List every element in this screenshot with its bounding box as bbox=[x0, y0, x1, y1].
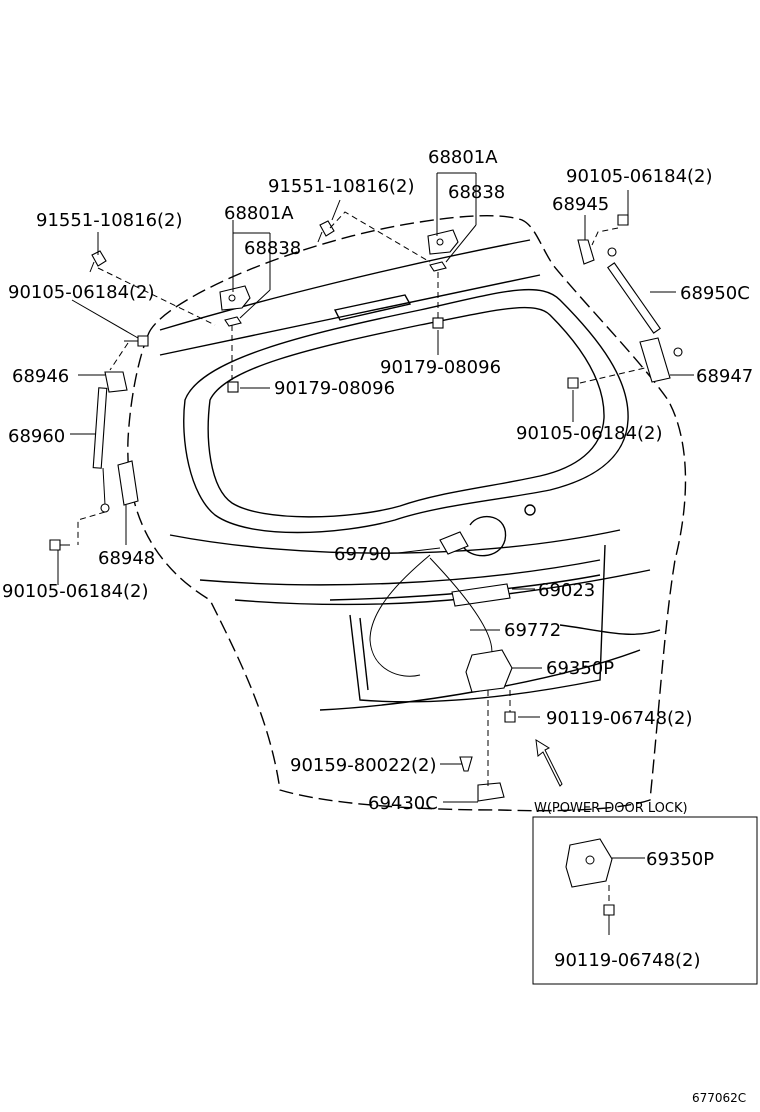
gasket-icon bbox=[224, 316, 242, 327]
bolt-icon bbox=[89, 250, 107, 273]
label-68946: 68946 bbox=[12, 366, 69, 387]
label-90105-06184-mid-right: 90105-06184(2) bbox=[516, 423, 663, 444]
strut-bracket-icon bbox=[639, 337, 671, 383]
bolt-icon bbox=[603, 904, 615, 935]
hinge-icon bbox=[427, 229, 459, 255]
nut-icon bbox=[227, 381, 239, 393]
label-69790: 69790 bbox=[334, 544, 391, 565]
label-68950c: 68950C bbox=[680, 283, 750, 304]
bolt-icon bbox=[317, 220, 335, 243]
lever-icon bbox=[439, 531, 469, 555]
strut-bracket-icon bbox=[117, 460, 139, 506]
label-90105-06184-upper-left: 90105-06184(2) bbox=[8, 282, 155, 303]
label-90105-06184-lower-left: 90105-06184(2) bbox=[2, 581, 149, 602]
gas-strut-icon bbox=[92, 387, 110, 513]
label-69350p: 69350P bbox=[546, 658, 614, 679]
strut-bracket-icon bbox=[104, 371, 128, 393]
label-68801a-left: 68801A bbox=[224, 203, 294, 224]
cable-icon bbox=[369, 554, 431, 677]
label-68838-right: 68838 bbox=[448, 182, 505, 203]
lock-icon bbox=[465, 649, 513, 693]
inset-title: W(POWER DOOR LOCK) bbox=[534, 801, 688, 816]
bolt-icon bbox=[49, 539, 70, 551]
label-90119-06748: 90119-06748(2) bbox=[546, 708, 693, 729]
inset-frame bbox=[532, 816, 758, 985]
label-91551-10816-center: 91551-10816(2) bbox=[268, 176, 415, 197]
label-69023: 69023 bbox=[538, 580, 595, 601]
strut-bracket-icon bbox=[577, 239, 595, 265]
figure-id: 677062C bbox=[692, 1091, 746, 1105]
label-90179-08096-right: 90179-08096 bbox=[380, 357, 501, 378]
lock-icon bbox=[565, 838, 613, 888]
label-90105-06184-top-right: 90105-06184(2) bbox=[566, 166, 713, 187]
label-90179-08096-left: 90179-08096 bbox=[274, 378, 395, 399]
bolt-icon bbox=[504, 711, 516, 723]
gasket-icon bbox=[429, 261, 447, 272]
hinge-icon bbox=[219, 285, 251, 311]
handle-icon bbox=[451, 583, 511, 607]
bolt-icon bbox=[567, 377, 579, 389]
screw-icon bbox=[459, 756, 473, 772]
nut-icon bbox=[432, 317, 444, 329]
inset-power-door-lock: W(POWER DOOR LOCK) 69350P 90119-06748(2) bbox=[532, 801, 758, 985]
label-68838-left: 68838 bbox=[244, 238, 301, 259]
bolt-icon bbox=[617, 214, 629, 226]
arrow-icon bbox=[535, 739, 563, 787]
label-68960: 68960 bbox=[8, 426, 65, 447]
gas-strut-icon bbox=[607, 247, 683, 357]
label-68947: 68947 bbox=[696, 366, 753, 387]
inset-label-69350p: 69350P bbox=[646, 849, 714, 870]
label-68948: 68948 bbox=[98, 548, 155, 569]
callout-labels: 91551-10816(2) 90105-06184(2) 68946 6896… bbox=[2, 147, 753, 814]
label-69772: 69772 bbox=[504, 620, 561, 641]
leader-lines bbox=[57, 172, 694, 803]
inset-label-90119-06748: 90119-06748(2) bbox=[554, 950, 701, 971]
bolt-icon bbox=[124, 335, 149, 347]
label-69430c: 69430C bbox=[368, 793, 438, 814]
label-90159-80022: 90159-80022(2) bbox=[290, 755, 437, 776]
striker-icon bbox=[477, 782, 505, 802]
label-68945: 68945 bbox=[552, 194, 609, 215]
label-68801a-right: 68801A bbox=[428, 147, 498, 168]
label-91551-10816-left: 91551-10816(2) bbox=[36, 210, 183, 231]
